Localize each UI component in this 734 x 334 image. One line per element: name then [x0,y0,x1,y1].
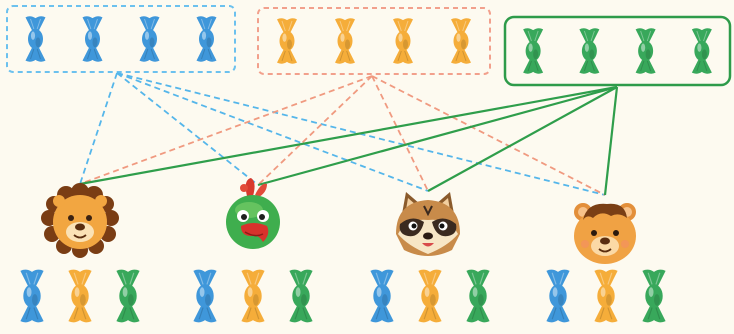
lion-candy-set [19,269,141,323]
green-candies-group [503,15,732,87]
lion-icon [41,183,119,258]
blue-candy [545,269,571,323]
connection-line-green-lion [79,85,618,186]
orange-candies-group [257,7,491,75]
green-candy [522,27,544,75]
bear-icon [574,203,636,264]
connection-line-green-parrot [257,85,618,187]
orange-candy [240,269,266,323]
orange-candy [334,17,356,65]
connection-line-orange-lion [79,75,373,185]
green-candy [115,269,141,323]
connection-line-green-raccoon [427,86,618,192]
animals [41,178,636,264]
parrot-candy-set [192,269,314,323]
blue-candy [19,269,45,323]
parrot-icon [226,178,280,249]
green-candy [578,27,600,75]
blue-candies-group [6,5,236,73]
orange-candy [450,17,472,65]
connection-line-blue-lion [79,72,118,185]
green-candy [641,269,667,323]
connection-lines [79,72,619,196]
connection-line-green-bear [603,86,619,196]
blue-candy [24,15,46,63]
connection-line-orange-bear [371,75,606,196]
connection-line-blue-raccoon [116,72,429,192]
connection-line-orange-raccoon [371,75,429,192]
green-candy [635,27,657,75]
raccoon-icon [396,192,460,256]
orange-candy [276,17,298,65]
bear-candy-set [545,269,667,323]
raccoon-candy-set [369,269,491,323]
blue-candy [192,269,218,323]
animal-candy-sets [19,269,667,323]
green-candy [465,269,491,323]
connection-line-orange-parrot [257,75,373,186]
green-candy [691,27,713,75]
blue-candies-box [6,5,236,73]
orange-candy [593,269,619,323]
candy-groups [6,5,732,87]
green-candies-box [503,15,732,87]
orange-candy [392,17,414,65]
orange-candies-box [257,7,491,75]
blue-candy [138,15,160,63]
blue-candy [369,269,395,323]
orange-candy [67,269,93,323]
blue-candy [82,15,103,63]
orange-candy [417,269,443,323]
connection-line-blue-parrot [116,72,259,186]
blue-candy [195,15,217,63]
green-candy [288,269,314,323]
